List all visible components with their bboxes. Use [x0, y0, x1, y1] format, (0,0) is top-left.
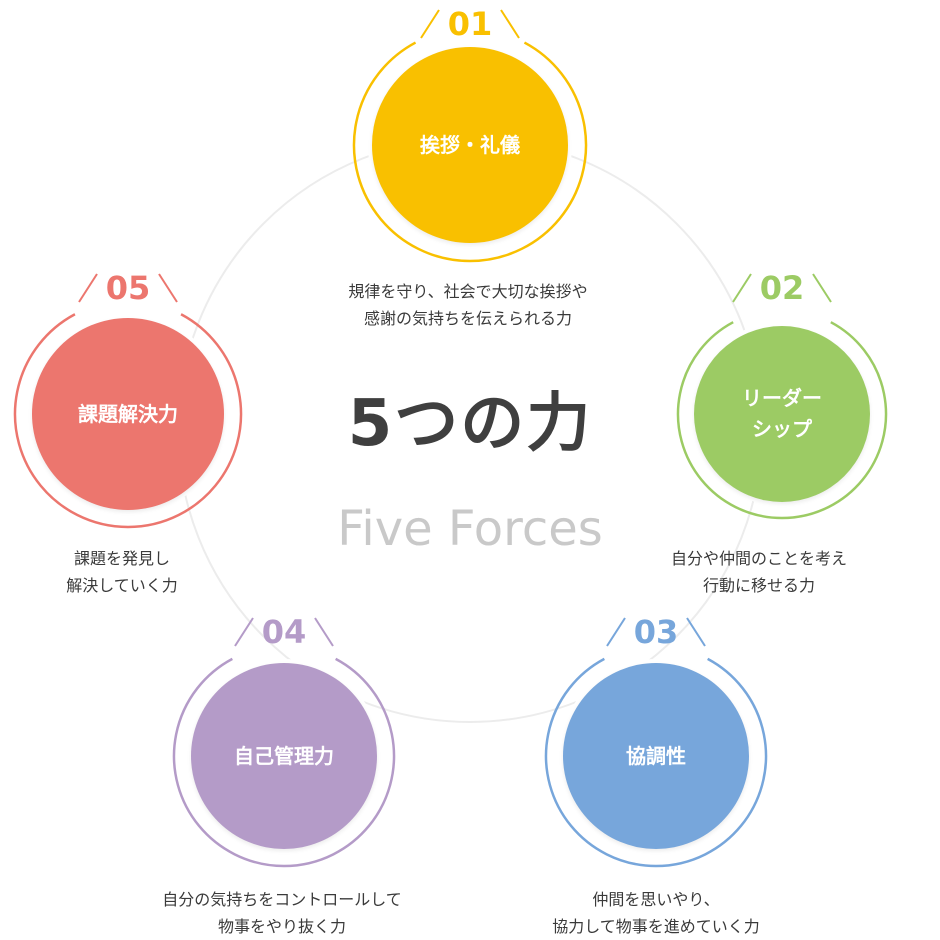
force-slash-01-left [420, 9, 440, 39]
force-ring-03 [544, 657, 768, 868]
force-ring-02 [676, 321, 888, 520]
force-ring-01 [352, 41, 588, 263]
force-slash-04-right [314, 617, 334, 647]
force-slash-03-right [686, 617, 706, 647]
force-slash-01-right [500, 9, 520, 39]
force-description-05: 課題を発見し 解決していく力 [0, 545, 302, 599]
force-description-05-line-1: 課題を発見し [73, 549, 170, 568]
force-circle-05: 課題解決力 [32, 318, 224, 510]
force-number-03: 03 [633, 613, 679, 651]
force-slash-05-left [78, 273, 98, 303]
force-ring-05 [13, 313, 243, 529]
force-circle-01: 挨拶・礼儀 [372, 47, 568, 243]
force-description-04: 自分の気持ちをコントロールして 物事をやり抜く力 [102, 886, 462, 940]
force-slash-02-left [732, 273, 752, 303]
force-number-01: 01 [447, 5, 493, 43]
force-number-04: 04 [261, 613, 307, 651]
force-number-05: 05 [105, 269, 151, 307]
force-label-04: 自己管理力 [234, 743, 334, 768]
force-slash-05-right [158, 273, 178, 303]
force-slash-04-left [234, 617, 254, 647]
force-description-02: 自分や仲間のことを考え 行動に移せる力 [580, 545, 938, 599]
diagram-subtitle: Five Forces [337, 501, 603, 557]
force-description-04-line-2: 物事をやり抜く力 [217, 917, 346, 937]
force-circle-04: 自己管理力 [191, 663, 377, 849]
force-label-01: 挨拶・礼儀 [420, 132, 520, 157]
force-description-04-line-1: 自分の気持ちをコントロールして [162, 890, 402, 909]
force-description-01: 規律を守り、社会で大切な挨拶や 感謝の気持ちを伝えられる力 [288, 278, 648, 332]
force-description-01-line-2: 感謝の気持ちを伝えられる力 [363, 309, 572, 329]
force-label-03: 協調性 [626, 743, 686, 768]
force-description-05-line-2: 解決していく力 [66, 576, 178, 596]
force-description-01-line-1: 規律を守り、社会で大切な挨拶や [348, 282, 588, 301]
force-slash-03-left [606, 617, 626, 647]
diagram-title: 5つの力 [347, 387, 593, 461]
force-label-05: 課題解決力 [78, 401, 178, 426]
force-ring-04 [172, 657, 396, 868]
force-circle-03: 協調性 [563, 663, 749, 849]
force-label-02: リーダー シップ [742, 386, 822, 441]
force-description-02-line-2: 行動に移せる力 [702, 576, 815, 596]
force-circle-02: リーダー シップ [694, 326, 870, 502]
force-slash-02-right [812, 273, 832, 303]
force-description-03-line-2: 協力して物事を進めていく力 [552, 917, 760, 937]
force-number-02: 02 [759, 269, 805, 307]
force-description-03-line-1: 仲間を思いやり、 [592, 890, 720, 909]
force-description-02-line-1: 自分や仲間のことを考え [670, 549, 847, 568]
force-description-03: 仲間を思いやり、 協力して物事を進めていく力 [476, 886, 836, 940]
